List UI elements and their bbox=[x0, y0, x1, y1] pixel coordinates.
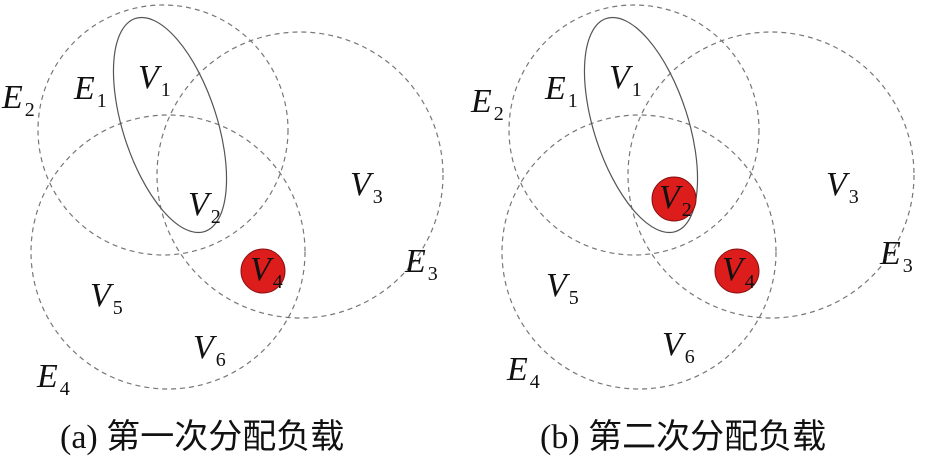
panel-b-highlight-v4 bbox=[714, 248, 760, 294]
panel-a-caption: (a) 第一次分配负载 bbox=[60, 418, 344, 456]
panel-b-caption: (b) 第二次分配负载 bbox=[540, 418, 826, 456]
panel-b-hyperedge-e4 bbox=[501, 114, 777, 390]
panel-b-hyperedge-e1 bbox=[583, 16, 699, 234]
panel-a-hyperedge-e1 bbox=[112, 16, 228, 234]
panel-a-hyperedge-e2 bbox=[37, 4, 289, 256]
panel-b-highlight-v2 bbox=[651, 176, 697, 222]
panel-b-hyperedge-e3 bbox=[627, 31, 915, 319]
panel-a-hyperedge-e3 bbox=[156, 31, 444, 319]
panel-a-highlight-v4 bbox=[240, 248, 286, 294]
panel-b-hyperedge-e2 bbox=[508, 4, 760, 256]
panel-a-hyperedge-e4 bbox=[30, 114, 306, 390]
